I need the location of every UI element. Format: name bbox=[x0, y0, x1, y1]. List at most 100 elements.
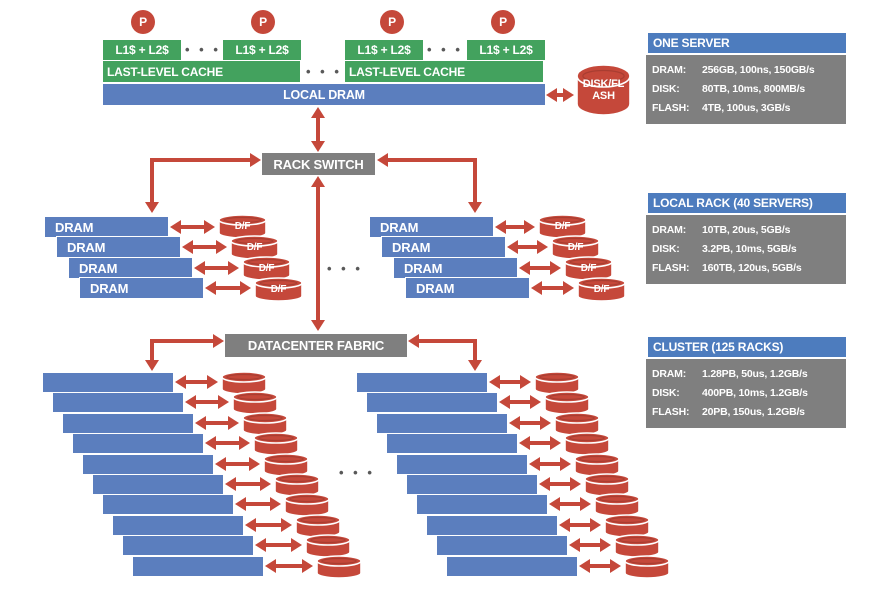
rack-storage-cylinder bbox=[593, 492, 641, 518]
info-row-label: DRAM: bbox=[652, 64, 686, 76]
arrow-rack-storage-head-left bbox=[539, 477, 550, 491]
server-df-cylinder: D/F bbox=[253, 276, 304, 303]
arrow-rack-storage-head-right bbox=[590, 518, 601, 532]
arrow-rack-storage-head-right bbox=[570, 477, 581, 491]
server-dram-bar-label: DRAM bbox=[392, 239, 431, 255]
server-dram-bar-label: DRAM bbox=[55, 219, 94, 235]
rack-bar bbox=[367, 393, 497, 412]
rack-bar bbox=[417, 495, 547, 514]
arrow-rack-storage-shaft bbox=[508, 400, 532, 404]
arrow-rack-storage-head-right bbox=[281, 518, 292, 532]
arrow-rack-storage-head-right bbox=[610, 559, 621, 573]
arrow-rack-storage-head-right bbox=[207, 375, 218, 389]
arrow-rack-storage-head-right bbox=[249, 457, 260, 471]
disk-flash-cylinder: DISK/FL ASH bbox=[575, 63, 632, 117]
arrow-rack-storage-head-left bbox=[185, 395, 196, 409]
info-row: DISK: 400PB, 10ms, 1.2GB/s bbox=[652, 384, 840, 403]
arrow-dram-df-head-left bbox=[170, 220, 181, 234]
arrow-dram-df-shaft bbox=[191, 245, 218, 249]
arrow-rack-storage-head-left bbox=[265, 559, 276, 573]
info-box-local-rack: LOCAL RACK (40 SERVERS) DRAM:10TB, 20us,… bbox=[646, 193, 846, 284]
rack-storage-cylinder bbox=[583, 472, 631, 498]
arrow-dram-df-shaft bbox=[528, 266, 552, 270]
server-dram-bar-label: DRAM bbox=[90, 280, 129, 296]
server-dram-bar: DRAM bbox=[370, 217, 493, 237]
rack-storage-cylinder bbox=[563, 431, 611, 457]
arrow-fabric-left-head-right bbox=[213, 334, 224, 348]
server-dram-bar: DRAM bbox=[382, 237, 505, 257]
arrow-rack-storage-head-right bbox=[260, 477, 271, 491]
arrow-dram-df-shaft bbox=[504, 225, 526, 229]
ellipsis: • • • bbox=[306, 64, 342, 79]
arrow-dram-df-head-left bbox=[495, 220, 506, 234]
arrow-rack-storage-head-right bbox=[530, 395, 541, 409]
arrow-rack-storage-shaft bbox=[548, 482, 572, 486]
arrow-dram-df-head-right bbox=[537, 240, 548, 254]
arrow-dram-df-head-right bbox=[524, 220, 535, 234]
info-row-value: 400PB, 10ms, 1.2GB/s bbox=[702, 387, 808, 399]
processor-icon: P bbox=[251, 10, 275, 34]
rack-bar bbox=[123, 536, 253, 555]
arrow-switch-left-down-head-down bbox=[145, 202, 159, 213]
arrow-dram-disk-head-left bbox=[546, 88, 557, 102]
arrow-dram-disk-shaft bbox=[555, 93, 565, 97]
arrow-rack-storage-head-left bbox=[499, 395, 510, 409]
rack-switch-box: RACK SWITCH bbox=[262, 153, 375, 175]
info-row-label: FLASH: bbox=[652, 406, 690, 418]
server-df-cylinder: D/F bbox=[576, 276, 627, 303]
processor-label: P bbox=[499, 15, 507, 29]
server-df-cylinder-label: D/F bbox=[567, 242, 584, 253]
processor-icon: P bbox=[131, 10, 155, 34]
arrow-dram-df-head-left bbox=[194, 261, 205, 275]
server-df-cylinder: D/F bbox=[537, 213, 588, 240]
arrow-dram-df-shaft bbox=[179, 225, 206, 229]
rack-bar bbox=[113, 516, 243, 535]
arrow-rack-storage-head-left bbox=[549, 497, 560, 511]
arrow-rack-storage-head-left bbox=[529, 457, 540, 471]
arrow-rack-storage-head-left bbox=[215, 457, 226, 471]
info-row-value: 1.28PB, 50us, 1.2GB/s bbox=[702, 368, 808, 380]
arrow-rack-storage-head-left bbox=[579, 559, 590, 573]
arrow-rack-storage-shaft bbox=[498, 380, 522, 384]
rack-storage-cylinder bbox=[283, 492, 331, 518]
server-df-cylinder-label: D/F bbox=[554, 221, 571, 232]
arrow-dram-disk-head-right bbox=[563, 88, 574, 102]
arrow-dram-df-head-right bbox=[240, 281, 251, 295]
arrow-fabric-right-down-shaft bbox=[473, 339, 477, 362]
arrow-switch-left-head-right bbox=[250, 153, 261, 167]
info-row: DISK:3.2PB, 10ms, 5GB/s bbox=[652, 240, 840, 259]
info-row-value: 160TB, 120us, 5GB/s bbox=[702, 262, 802, 274]
arrow-dram-df-shaft bbox=[516, 245, 539, 249]
info-row-value: 10TB, 20us, 5GB/s bbox=[702, 224, 791, 236]
rack-bar bbox=[93, 475, 223, 494]
rack-storage-cylinder bbox=[543, 390, 591, 416]
rack-storage-cylinder bbox=[533, 370, 581, 396]
disk-flash-cylinder-label: DISK/FL ASH bbox=[582, 78, 625, 102]
server-dram-bar-label: DRAM bbox=[416, 280, 455, 296]
rack-bar bbox=[407, 475, 537, 494]
l1-l2-cache-box: L1$ + L2$ bbox=[467, 40, 545, 60]
l1-l2-cache-box: L1$ + L2$ bbox=[345, 40, 423, 60]
arrow-dram-df-head-right bbox=[550, 261, 561, 275]
arrow-dram-df-head-right bbox=[216, 240, 227, 254]
info-box-title: ONE SERVER bbox=[648, 33, 846, 53]
arrow-rack-storage-shaft bbox=[264, 543, 293, 547]
info-row: FLASH:160TB, 120us, 5GB/s bbox=[652, 259, 840, 278]
info-box-cluster: CLUSTER (125 RACKS) DRAM:1.28PB, 50us, 1… bbox=[646, 337, 846, 428]
server-dram-bar-label: DRAM bbox=[404, 260, 443, 276]
arrow-rack-storage-head-right bbox=[600, 538, 611, 552]
rack-bar bbox=[387, 434, 517, 453]
arrow-fabric-left-down-shaft bbox=[150, 339, 154, 362]
processor-icon: P bbox=[491, 10, 515, 34]
arrow-rack-storage-head-left bbox=[559, 518, 570, 532]
rack-storage-cylinder bbox=[252, 431, 300, 457]
arrow-rack-storage-shaft bbox=[214, 441, 241, 445]
arrow-rack-storage-shaft bbox=[518, 421, 542, 425]
info-row-label: DISK: bbox=[652, 387, 680, 399]
ellipsis: • • • bbox=[427, 42, 463, 57]
arrow-rack-storage-head-right bbox=[270, 497, 281, 511]
server-dram-bar: DRAM bbox=[406, 278, 529, 298]
info-row-value: 4TB, 100us, 3GB/s bbox=[702, 102, 791, 114]
rack-bar bbox=[83, 455, 213, 474]
rack-bar bbox=[43, 373, 173, 392]
